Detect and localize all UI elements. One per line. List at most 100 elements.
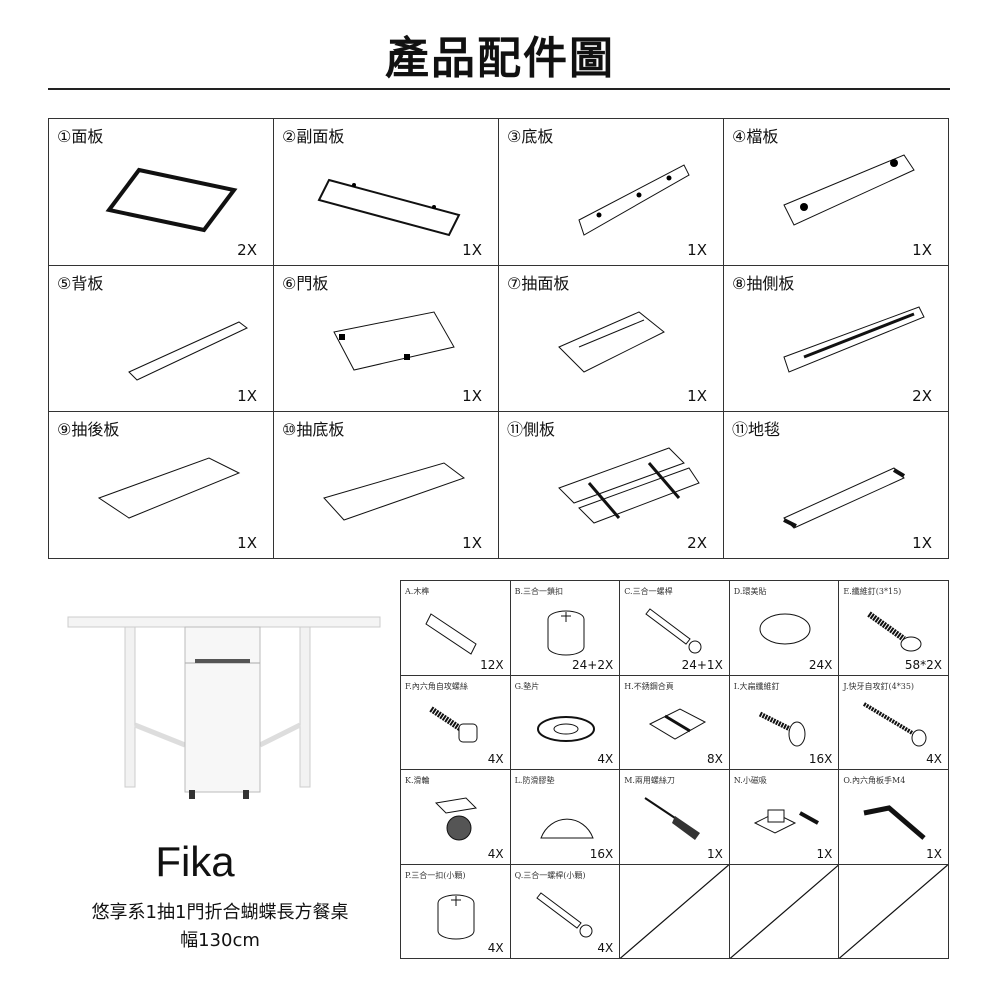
hardware-label: J.快牙自攻釘(4*35) [843,681,915,691]
hardware-cell: G.墊片 4X [510,675,621,770]
flat-head-screw-icon [758,711,806,746]
hardware-label: D.環美貼 [733,587,767,596]
panel-label: ⑨抽後板 [57,420,120,440]
panel-quantity: 1X [462,240,482,259]
cam-lock-icon [547,610,585,656]
hinge-icon [649,707,707,740]
hardware-quantity: 1X [706,846,723,861]
rug-icon [783,467,906,529]
panel-label: ⑪地毯 [732,420,781,440]
panel-quantity: 1X [237,387,257,406]
screwdriver-icon [644,797,701,840]
panel-label: ③底板 [507,127,554,146]
long-screw-icon [863,701,927,746]
hardware-cell: I.大扁纖維釘 16X [729,675,840,770]
cam-lock-icon [437,894,475,939]
door-panel-icon [333,311,455,371]
panel-quantity: 2X [912,387,932,406]
panel-quantity: 1X [687,240,707,259]
panel-cell: ⑩抽底板 1X [274,412,499,559]
panel-label: ④檔板 [732,127,779,146]
panel-label: ⑩抽底板 [282,420,345,440]
hardware-quantity: 24+2X [572,657,614,672]
back-panel-icon [128,321,248,381]
hardware-label: N.小磁吸 [733,776,767,785]
hardware-quantity: 24X [808,657,833,672]
wood-dowel-icon [425,613,477,655]
panel-label: ⑤背板 [57,273,104,293]
panel-label: ⑥門板 [282,273,329,293]
empty-cell [839,864,949,959]
panel-cell: ④檔板 1X [724,119,949,266]
tabletop-panel-icon [105,167,238,233]
panel-label: ⑧抽側板 [732,273,795,293]
hardware-label: Q.三合一螺桿(小顆) [514,870,586,880]
hardware-quantity: 58*2X [904,657,942,672]
bottom-panel-icon [578,164,690,236]
page-title: 產品配件圖 [385,33,615,84]
panel-cell: ⑤背板 1X [49,265,274,413]
hardware-quantity: 12X [480,657,504,672]
hardware-quantity: 4X [487,752,504,766]
hardware-quantity: 8X [706,752,723,766]
hardware-label: G.墊片 [514,681,540,691]
hardware-cell: H.不銹鋼合頁 8X [620,675,730,770]
panel-cell: ⑪側板 2X [499,412,724,559]
hardware-quantity: 4X [597,941,614,955]
hex-screw-icon [429,706,478,742]
cam-bolt-icon [535,891,593,937]
diagonal-line [839,865,948,959]
baffle-panel-icon [783,154,915,226]
hardware-quantity: 1X [926,846,942,861]
hardware-quantity: 16X [808,752,833,766]
hardware-cell: O.內六角板手M4 1X [839,770,949,865]
hardware-cell: L.防滑膠墊 16X [510,770,621,865]
screw-icon [867,611,922,652]
divider [48,88,950,90]
hardware-quantity: 24+1X [681,657,723,672]
panel-quantity: 1X [912,534,932,552]
panel-cell: ⑦抽面板 1X [499,265,724,413]
product-description: 悠享系1抽1門折合蝴蝶長方餐桌 [91,902,349,923]
hardware-cell: Q.三合一螺桿(小顆) 4X [510,864,621,959]
empty-cell [729,864,840,959]
hardware-cell: F.內六角自攻螺絲 4X [401,675,511,770]
hardware-cell: C.三合一螺桿 24+1X [620,581,730,676]
cover-sticker-icon [759,613,811,645]
product-width: 幅130cm [180,930,260,951]
panel-quantity: 1X [912,240,932,259]
product-photo [67,616,381,799]
panel-quantity: 1X [462,387,482,406]
drawer-bottom-panel-icon [323,462,466,521]
hardware-cell: M.兩用螺絲刀 1X [620,770,730,865]
hardware-label: H.不銹鋼合頁 [624,681,674,691]
panel-quantity: 1X [687,387,707,406]
sub-panel-icon [317,178,461,237]
panel-cell: ⑧抽側板 2X [724,265,949,413]
hardware-quantity: 4X [487,941,504,955]
panel-cell: ②副面板 1X [274,119,499,266]
panel-cell: ⑥門板 1X [274,265,499,413]
hardware-cell: D.環美貼 24X [729,581,840,676]
hardware-cell: P.三合一扣(小顆) 4X [401,864,511,959]
panel-cell: ⑨抽後板 1X [49,412,274,559]
magnet-catch-icon [753,809,819,834]
diagonal-line [730,865,839,959]
panel-quantity: 2X [687,534,707,552]
drawer-side-panel-icon [783,306,925,373]
side-frame-icon [558,447,700,524]
diagonal-line [620,865,729,959]
hardware-cell: B.三合一鎖扣 24+2X [510,581,621,676]
panel-label: ①面板 [57,127,104,146]
hardware-quantity: 1X [816,846,833,861]
hex-key-icon [863,805,927,840]
hardware-label: I.大扁纖維釘 [733,681,780,691]
drawer-back-panel-icon [97,457,241,519]
hardware-quantity: 4X [926,752,942,766]
hardware-cell: A.木榫 12X [401,581,511,676]
panel-quantity: 1X [237,534,257,552]
caster-wheel-icon [434,797,478,841]
hardware-cell: J.快牙自攻釘(4*35) 4X [839,675,949,770]
